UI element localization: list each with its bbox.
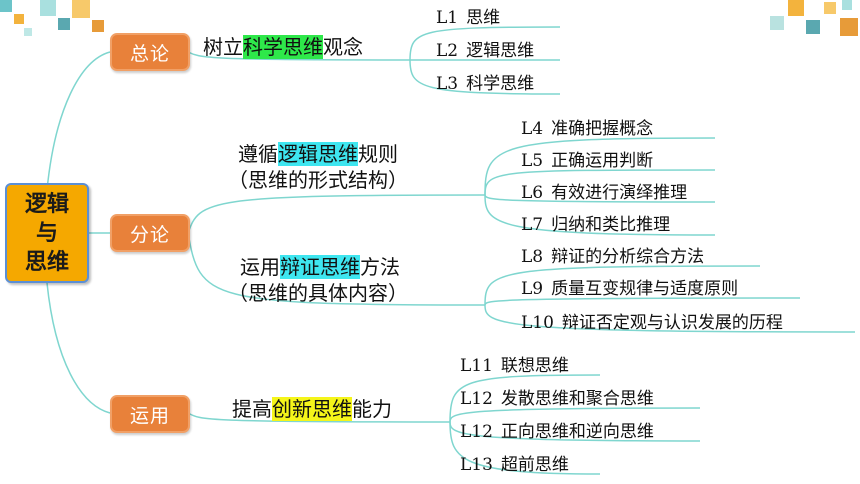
root-line-3: 思维 (24, 249, 69, 275)
subtopic-3-highlight: 辩证思维 (280, 255, 360, 279)
leaf-l11: L11 联想思维 (460, 351, 569, 376)
leaf-code: L10 (521, 313, 554, 333)
leaf-code: L9 (521, 279, 544, 299)
leaf-text: 正确运用判断 (551, 151, 654, 171)
leaf-text: 超前思维 (500, 455, 569, 475)
connector-root-yunyong (46, 282, 111, 414)
leaf-text: 有效进行演绎推理 (551, 183, 688, 203)
root-line-2: 与 (35, 220, 58, 246)
subtopic-4: 提高创新思维能力 (232, 396, 392, 422)
subtopic-1: 树立科学思维观念 (203, 34, 363, 60)
connector-fenlun-sub2 (187, 194, 486, 234)
subtopic-4-highlight: 创新思维 (272, 397, 352, 421)
connector-yunyong-sub (187, 412, 451, 423)
subtopic-1-highlight: 科学思维 (243, 35, 323, 59)
leaf-text: 准确把握概念 (551, 119, 654, 139)
leaf-code: L3 (436, 74, 459, 94)
subtopic-1-post: 观念 (323, 35, 363, 59)
leaf-l3: L3 科学思维 (436, 69, 534, 94)
leaf-text: 辩证否定观与认识发展的历程 (561, 313, 783, 333)
root-line-1: 逻辑 (24, 191, 69, 217)
subtopic-3-post: 方法 (360, 255, 400, 279)
subtopic-4-pre: 提高 (232, 397, 272, 421)
leaf-l7: L7 归纳和类比推理 (521, 210, 670, 235)
leaf-text: 归纳和类比推理 (551, 215, 671, 235)
leaf-code: L2 (436, 41, 459, 61)
branch-fenlun-label: 分论 (129, 223, 170, 246)
leaf-l8: L8 辩证的分析综合方法 (521, 242, 704, 267)
leaf-code: L4 (521, 119, 544, 139)
subtopic-4-post: 能力 (352, 397, 392, 421)
subtopic-3-line2: （思维的具体内容） (228, 281, 408, 305)
leaf-l1: L1 思维 (436, 3, 500, 28)
branch-yunyong-label: 运用 (129, 404, 170, 427)
leaf-l10: L10 辩证否定观与认识发展的历程 (521, 308, 783, 333)
connector-root-zonglun (46, 51, 111, 191)
branch-yunyong: 运用 (110, 395, 190, 433)
subtopic-2-post: 规则 (358, 142, 398, 166)
root-node: 逻辑 与 思维 (5, 183, 89, 283)
leaf-code: L8 (521, 247, 544, 267)
leaf-l12b: L12 正向思维和逆向思维 (460, 417, 654, 442)
subtopic-2-pre: 遵循 (238, 142, 278, 166)
leaf-text: 质量互变规律与适度原则 (551, 279, 739, 299)
decor-squares-right (770, 0, 860, 45)
leaf-l5: L5 正确运用判断 (521, 146, 653, 171)
leaf-text: 联想思维 (500, 356, 569, 376)
leaf-l13: L13 超前思维 (460, 450, 569, 475)
leaf-code: L5 (521, 151, 544, 171)
leaf-text: 正向思维和逆向思维 (500, 422, 654, 442)
branch-zonglun-label: 总论 (129, 42, 170, 65)
subtopic-2-line2: （思维的形式结构） (228, 168, 408, 192)
leaf-code: L6 (521, 183, 544, 203)
subtopic-2-highlight: 逻辑思维 (278, 142, 358, 166)
subtopic-3-pre: 运用 (240, 255, 280, 279)
leaf-l2: L2 逻辑思维 (436, 36, 534, 61)
leaf-code: L13 (460, 455, 493, 475)
subtopic-3: 运用辩证思维方法 （思维的具体内容） (228, 254, 408, 306)
leaf-text: 发散思维和聚合思维 (500, 389, 654, 409)
leaf-code: L12 (460, 389, 493, 409)
leaf-code: L11 (460, 356, 493, 376)
connector-sub1-leaves (409, 26, 561, 61)
leaf-code: L7 (521, 215, 544, 235)
connector-zonglun-sub (187, 51, 411, 61)
leaf-l6: L6 有效进行演绎推理 (521, 178, 687, 203)
branch-zonglun: 总论 (110, 33, 190, 71)
leaf-l4: L4 准确把握概念 (521, 114, 653, 139)
leaf-text: 思维 (466, 8, 501, 28)
leaf-l12a: L12 发散思维和聚合思维 (460, 384, 654, 409)
leaf-text: 逻辑思维 (466, 41, 535, 61)
subtopic-1-pre: 树立 (203, 35, 243, 59)
leaf-code: L1 (436, 8, 459, 28)
leaf-l9: L9 质量互变规律与适度原则 (521, 274, 738, 299)
leaf-text: 科学思维 (466, 74, 535, 94)
branch-fenlun: 分论 (110, 214, 190, 252)
connector-fenlun-sub3 (187, 232, 486, 306)
subtopic-2: 遵循逻辑思维规则 （思维的形式结构） (228, 141, 408, 193)
leaf-text: 辩证的分析综合方法 (551, 247, 705, 267)
leaf-code: L12 (460, 422, 493, 442)
decor-squares-left (0, 0, 110, 40)
